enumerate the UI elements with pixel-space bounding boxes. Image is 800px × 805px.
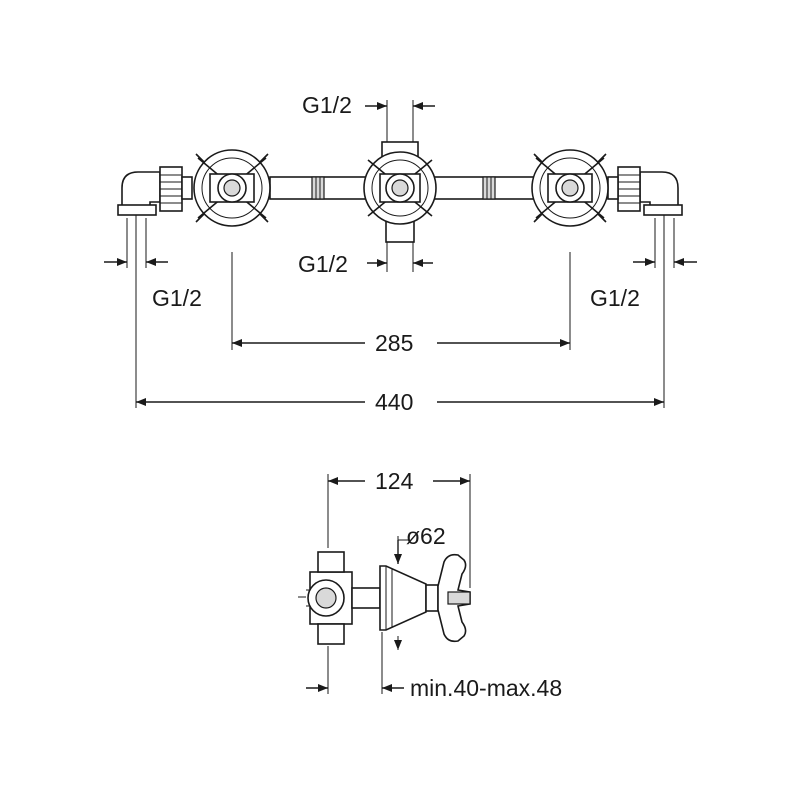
valve-body-side bbox=[306, 551, 381, 645]
dim-thread-right: G1/2 bbox=[590, 218, 697, 311]
dim-depth: 124 bbox=[327, 468, 471, 588]
label-thread-left: G1/2 bbox=[152, 285, 202, 311]
dim-inner-spacing: 285 bbox=[231, 252, 571, 356]
left-elbow-fitting bbox=[117, 166, 193, 216]
handle-side bbox=[437, 553, 471, 643]
right-elbow-fitting bbox=[607, 166, 683, 216]
dim-thread-top: G1/2 bbox=[302, 92, 435, 142]
escutcheon-side bbox=[379, 565, 439, 631]
side-view: 124 ø62 min.40-max.48 bbox=[298, 468, 562, 701]
label-thread-center-bottom: G1/2 bbox=[298, 251, 348, 277]
center-valve-handle bbox=[363, 141, 437, 243]
dim-thread-center-bottom: G1/2 bbox=[298, 242, 433, 277]
top-view: G1/2 G1/2 G1/2 G1/2 bbox=[104, 92, 697, 415]
label-dim-overall: 440 bbox=[375, 389, 413, 415]
dim-wall-depth: min.40-max.48 bbox=[306, 632, 562, 701]
label-dim-depth: 124 bbox=[375, 468, 414, 494]
label-dim-diameter: ø62 bbox=[406, 523, 446, 549]
right-valve-handle bbox=[531, 149, 609, 227]
label-thread-right: G1/2 bbox=[590, 285, 640, 311]
label-dim-wall: min.40-max.48 bbox=[410, 675, 562, 701]
dim-thread-left: G1/2 bbox=[104, 218, 202, 311]
dim-diameter: ø62 bbox=[394, 523, 446, 650]
left-valve-handle bbox=[193, 149, 271, 227]
label-dim-inner: 285 bbox=[375, 330, 413, 356]
label-thread-top: G1/2 bbox=[302, 92, 352, 118]
dim-overall-width: 440 bbox=[135, 215, 665, 415]
